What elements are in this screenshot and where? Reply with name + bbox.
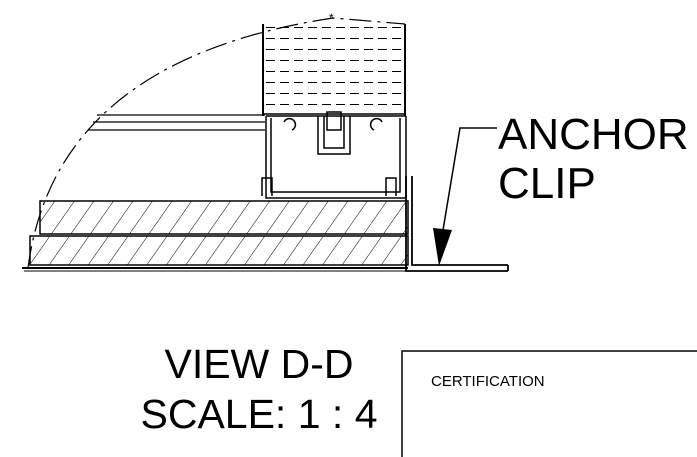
anchor-clip <box>405 176 509 272</box>
certification-box <box>401 350 697 457</box>
callout-line-1: ANCHOR <box>498 110 689 159</box>
anchor-clip-leader <box>433 127 497 266</box>
callout-line-2: CLIP <box>498 159 596 208</box>
boundary-asterisk: * <box>329 11 334 25</box>
leader-arrowhead <box>433 228 452 266</box>
certification-label: CERTIFICATION <box>431 373 545 390</box>
substrate-section <box>22 200 409 272</box>
view-scale: SCALE: 1 : 4 <box>140 391 377 437</box>
frame-extrusion <box>261 111 407 199</box>
insulated-panel <box>262 24 406 116</box>
frame-rail-lines <box>88 114 265 131</box>
view-title: VIEW D-D <box>164 341 353 387</box>
